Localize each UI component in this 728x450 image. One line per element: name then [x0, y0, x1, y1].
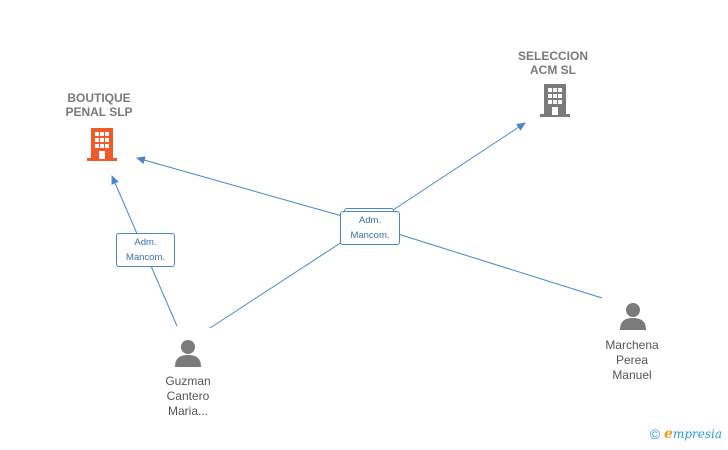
company-boutique-label[interactable]: BOUTIQUE PENAL SLP — [50, 91, 148, 119]
person-icon[interactable] — [618, 301, 648, 331]
relation-left-line1: Adm. — [134, 237, 157, 248]
person-guzman-line1: Guzman — [165, 374, 211, 388]
company-seleccion-line2: ACM SL — [530, 63, 576, 77]
edge-hub-seleccion — [389, 122, 526, 213]
relation-center-line2: Mancom. — [350, 230, 390, 241]
brand-logo: empresia — [664, 426, 722, 442]
person-marchena-line2: Perea — [615, 353, 649, 367]
person-guzman-label[interactable]: Guzman Cantero Maria... — [138, 374, 238, 419]
person-marchena-line1: Marchena — [605, 338, 659, 352]
edge-hub-boutique — [136, 156, 343, 217]
relation-badge-center[interactable]: Adm. Mancom. — [340, 211, 400, 245]
edge-guzman-hub — [209, 239, 346, 329]
edge-marchena-hub — [397, 233, 603, 299]
relation-badge-left[interactable]: Adm. Mancom. — [116, 233, 175, 267]
company-seleccion-label[interactable]: SELECCION ACM SL — [504, 49, 602, 77]
person-guzman-line3: Maria... — [167, 404, 208, 418]
person-icon[interactable] — [173, 338, 203, 368]
relation-center-line1: Adm. — [358, 215, 382, 226]
person-marchena-label[interactable]: Marchena Perea Manuel — [582, 338, 682, 383]
empresia-watermark: © empresia — [650, 426, 722, 442]
person-marchena-line3: Manuel — [612, 368, 652, 382]
person-guzman-line2: Cantero — [166, 389, 210, 403]
copyright-icon: © — [649, 426, 661, 442]
company-seleccion-line1: SELECCION — [517, 49, 588, 63]
building-icon[interactable] — [86, 126, 118, 162]
building-icon[interactable] — [539, 82, 571, 118]
company-boutique-line1: BOUTIQUE — [67, 91, 131, 105]
company-boutique-line2: PENAL SLP — [65, 105, 133, 119]
relation-left-line2: Mancom. — [125, 252, 166, 263]
